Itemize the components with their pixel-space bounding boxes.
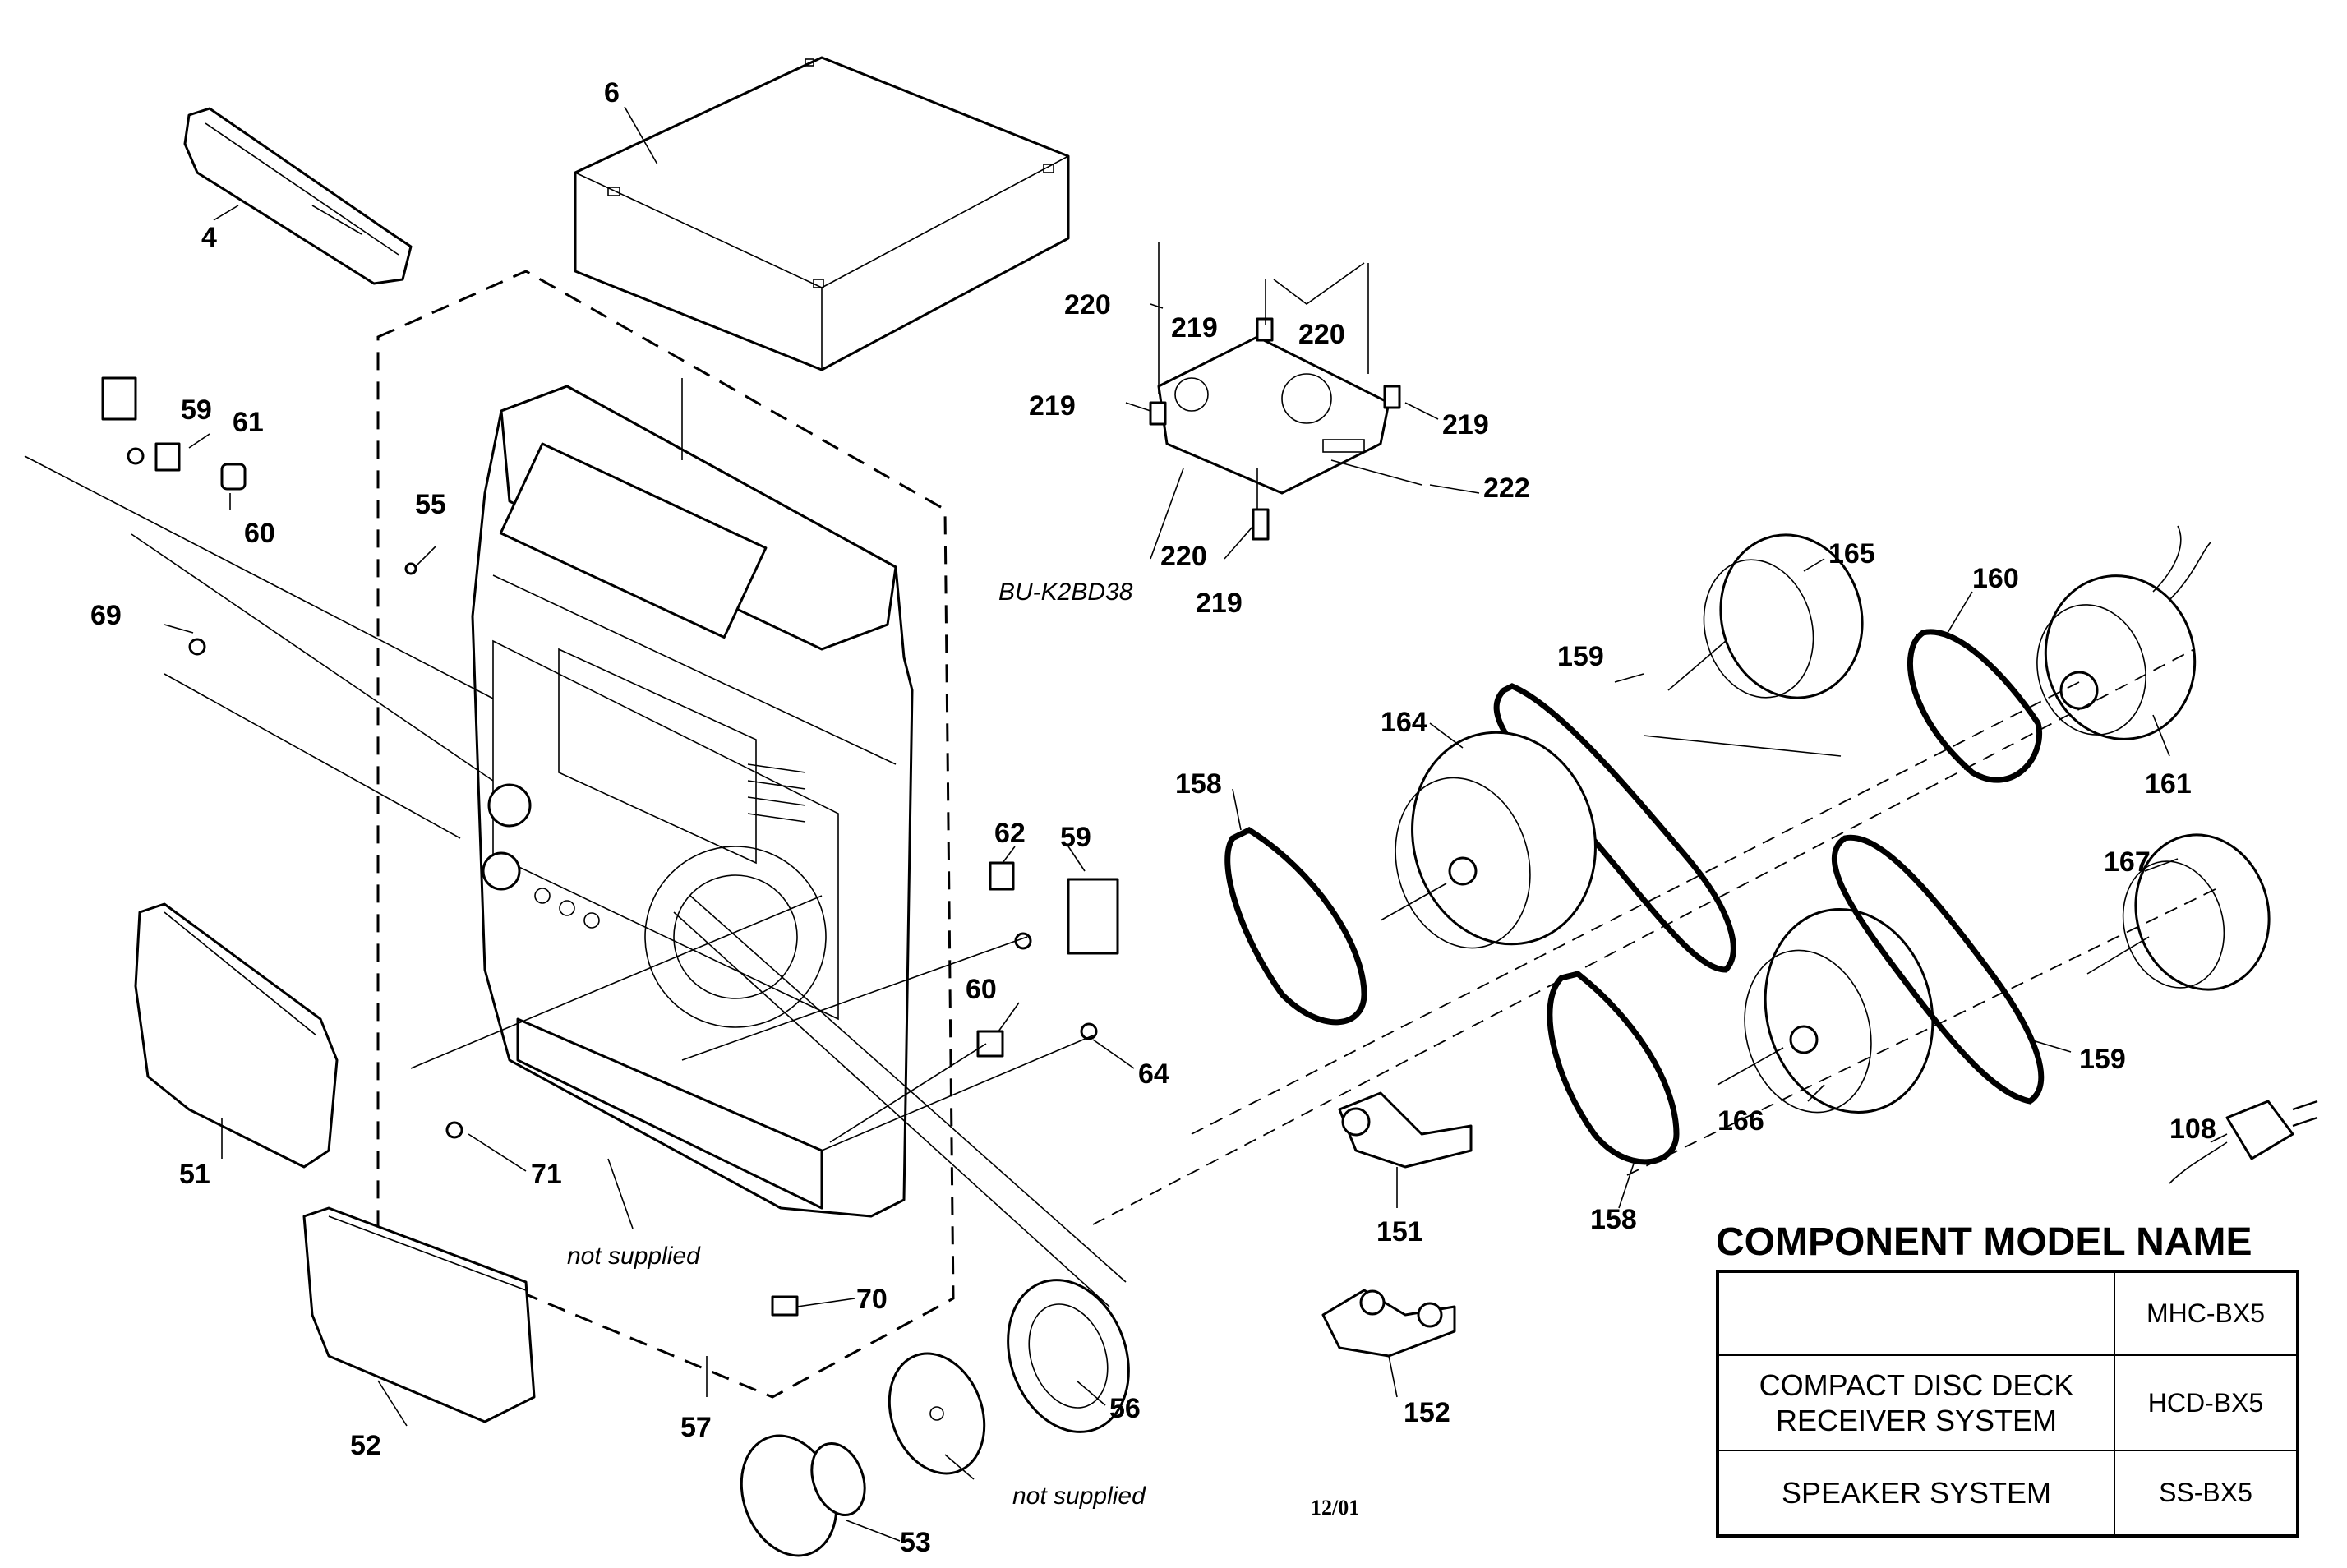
model-cell: HCD-BX5 [2114, 1354, 2299, 1451]
table-row: COMPACT DISC DECK RECEIVER SYSTEM HCD-BX… [1717, 1354, 2299, 1451]
not-supplied-annotation-2: not supplied [1012, 1483, 1146, 1510]
front-panel-outline-57 [376, 270, 955, 1399]
label-159-top: 159 [1557, 641, 1604, 672]
front-trim-part-4 [183, 107, 413, 285]
component-model-name-title: COMPONENT MODEL NAME [1716, 1220, 2252, 1264]
component-model-table: MHC-BX5 COMPACT DISC DECK RECEIVER SYSTE… [1716, 1270, 2299, 1538]
component-line: RECEIVER SYSTEM [1775, 1404, 2058, 1437]
label-61: 61 [233, 407, 264, 438]
label-159-bottom: 159 [2079, 1044, 2126, 1075]
label-64: 64 [1138, 1058, 1169, 1090]
label-161: 161 [2145, 768, 2192, 800]
table-row: MHC-BX5 [1717, 1271, 2299, 1356]
label-53: 53 [900, 1527, 931, 1558]
side-panel-part-51 [134, 902, 339, 1169]
label-220-top-left: 220 [1064, 289, 1111, 321]
cd-mechanism-bu [1149, 242, 1422, 560]
label-158-bottom: 158 [1590, 1204, 1637, 1235]
label-57: 57 [680, 1412, 712, 1443]
label-219-c: 219 [1442, 409, 1489, 440]
knob-part-53 [740, 1434, 866, 1557]
table-row: SPEAKER SYSTEM SS-BX5 [1717, 1450, 2299, 1537]
side-panel-part-52 [302, 1206, 536, 1423]
date-code: 12/01 [1311, 1496, 1359, 1520]
not-supplied-annotation-1: not supplied [567, 1243, 701, 1270]
small-parts [101, 376, 1119, 1317]
model-cell: MHC-BX5 [2114, 1271, 2299, 1356]
pulley-assembly [1092, 525, 2271, 1225]
label-59-left: 59 [181, 394, 212, 426]
label-51: 51 [179, 1159, 210, 1190]
label-220-bottom: 220 [1160, 541, 1207, 572]
bu-model-annotation: BU-K2BD38 [998, 579, 1133, 606]
label-60-right: 60 [966, 974, 997, 1005]
part-number-labels: 4 6 59 61 60 55 69 51 52 53 56 57 70 71 … [90, 77, 2216, 1558]
front-panel-body [471, 385, 914, 1218]
label-151: 151 [1376, 1216, 1423, 1247]
label-160: 160 [1972, 563, 2019, 594]
label-59-right: 59 [1060, 822, 1091, 853]
label-70: 70 [856, 1284, 888, 1315]
label-222: 222 [1483, 473, 1530, 504]
label-6: 6 [604, 77, 620, 108]
label-4: 4 [201, 222, 217, 253]
label-108: 108 [2169, 1114, 2216, 1145]
label-219-b: 219 [1029, 390, 1076, 422]
leader-lines-left [24, 378, 1127, 1307]
label-56: 56 [1109, 1393, 1141, 1424]
label-62: 62 [994, 818, 1026, 849]
top-cover-part-6 [574, 56, 1070, 371]
model-cell: SS-BX5 [2114, 1450, 2299, 1537]
label-167: 167 [2104, 846, 2151, 878]
label-52: 52 [350, 1430, 381, 1461]
label-pointers [164, 106, 2228, 1542]
label-55: 55 [415, 489, 446, 520]
component-line: COMPACT DISC DECK [1759, 1367, 2074, 1402]
component-cell: COMPACT DISC DECK RECEIVER SYSTEM [1717, 1354, 2115, 1451]
ring-part-56 [888, 1279, 1130, 1475]
label-69: 69 [90, 600, 122, 631]
label-219-d: 219 [1196, 588, 1243, 619]
label-165: 165 [1828, 538, 1875, 570]
component-cell: SPEAKER SYSTEM [1717, 1450, 2115, 1537]
label-164: 164 [1381, 707, 1427, 738]
label-60-left: 60 [244, 518, 275, 549]
small-parts-right [1321, 1091, 2318, 1358]
label-166: 166 [1718, 1105, 1764, 1137]
label-219-a: 219 [1171, 312, 1218, 344]
label-220-top-right: 220 [1298, 319, 1345, 350]
label-71: 71 [531, 1159, 562, 1190]
label-152: 152 [1404, 1397, 1450, 1428]
component-cell [1717, 1271, 2115, 1356]
label-158-left: 158 [1175, 768, 1222, 800]
